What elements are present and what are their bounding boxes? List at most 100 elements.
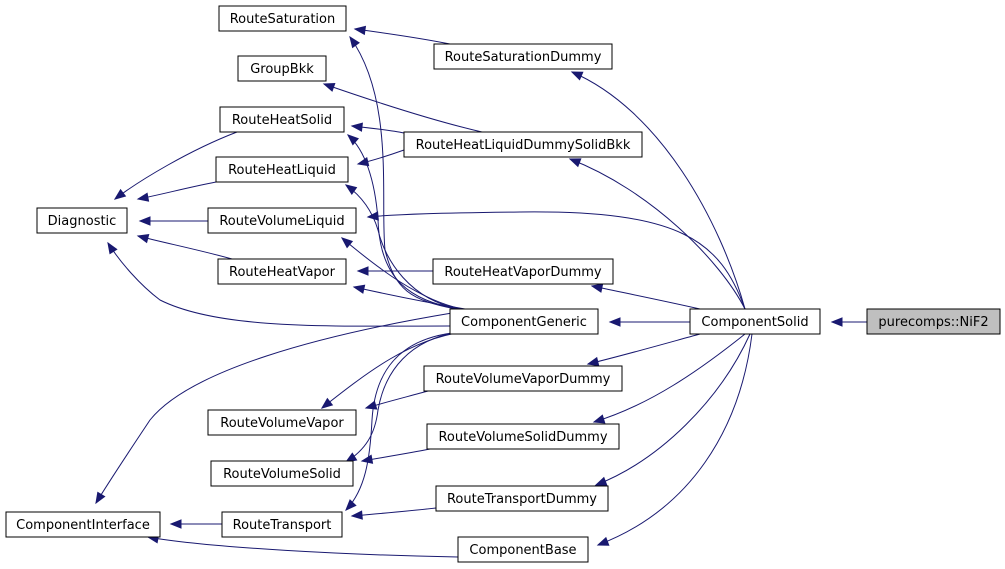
node-routeheatliquiddummysolidbkk[interactable]: RouteHeatLiquidDummySolidBkk [403,131,643,158]
edge-line [347,134,459,310]
arrowhead-icon [568,158,582,168]
node-label: RouteVolumeLiquid [219,214,344,229]
edge-line [345,332,453,511]
edge-componentgeneric-to-componentinterface [95,312,453,505]
node-componentbase[interactable]: ComponentBase [457,536,589,563]
node-routetransport[interactable]: RouteTransport [221,511,343,538]
edge-routevolumevapordummy-to-routevolumevapor [364,390,429,410]
node-routevolumesoliddummy[interactable]: RouteVolumeSolidDummy [426,423,620,450]
node-groupbkk[interactable]: GroupBkk [237,55,327,82]
node-routesaturationdummy[interactable]: RouteSaturationDummy [433,43,613,70]
edge-componentgeneric-to-diagnostic [107,241,451,327]
node-routevolumesolid[interactable]: RouteVolumeSolid [210,460,354,487]
node-label: RouteSaturation [230,12,336,27]
edge-line [341,237,463,310]
node-routeheatvapordummy[interactable]: RouteHeatVaporDummy [432,258,614,285]
node-label: GroupBkk [250,62,314,77]
arrowhead-icon [322,82,336,92]
edge-line [349,36,457,310]
edge-componentsolid-to-routevolumeliquid [366,211,746,310]
arrowhead-icon [350,122,363,132]
edge-routeheatliquiddummysolidbkk-to-groupbkk [322,82,483,133]
edge-componentsolid-to-routeheatvapordummy [590,283,701,310]
arrowhead-icon [596,536,610,546]
edge-line [571,71,746,310]
node-routevolumevapor[interactable]: RouteVolumeVapor [207,409,357,436]
edge-line [593,333,746,423]
arrowhead-icon [594,476,608,486]
node-routevolumeliquid[interactable]: RouteVolumeLiquid [207,207,357,234]
edge-routevolumeliquid-to-diagnostic [138,216,208,226]
arrowhead-icon [352,284,366,294]
edge-line [353,286,466,310]
edge-line [351,507,437,517]
arrowhead-icon [169,519,182,529]
edge-componentsolid-to-routevolumevapordummy [586,333,701,367]
arrowhead-icon [356,156,370,167]
edge-line [569,158,746,310]
arrowhead-icon [364,400,378,410]
edge-line [354,28,451,45]
node-label: RouteHeatSolid [232,113,332,128]
edge-line [595,333,751,486]
node-routetransportdummy[interactable]: RouteTransportDummy [435,485,609,512]
edge-componentgeneric-to-routesaturation [349,35,457,310]
node-routevolumevapordummy[interactable]: RouteVolumeVaporDummy [423,365,623,392]
edge-line [147,536,459,558]
arrowhead-icon [346,134,360,146]
nodes-layer: RouteSaturation GroupBkk RouteHeatSolid … [5,5,1001,563]
edge-routesaturationdummy-to-routesaturation [353,25,451,45]
arrowhead-icon [586,356,600,367]
edge-line [367,211,746,310]
edge-routevolumesoliddummy-to-routevolumesolid [360,448,431,464]
node-label: RouteHeatVaporDummy [444,265,602,280]
edge-routeheatliquiddummysolidbkk-to-routeheatliquid [356,149,405,167]
edge-routeheatvapordummy-to-routeheatvapor [356,266,433,276]
node-label: Diagnostic [48,214,117,229]
node-label: RouteVolumeVaporDummy [436,372,611,387]
node-label: RouteTransport [233,518,332,533]
edge-line [114,131,238,200]
edge-line [137,181,217,200]
edge-componentsolid-to-routevolumesoliddummy [592,333,746,424]
arrowhead-icon [570,71,584,81]
edge-componentgeneric-to-routetransport [345,332,453,511]
arrowhead-icon [366,211,379,221]
edge-routeheatliquiddummysolidbkk-to-routeheatsolid [350,122,405,134]
node-componentinterface[interactable]: ComponentInterface [5,511,161,538]
node-routeheatsolid[interactable]: RouteHeatSolid [219,106,345,133]
node-label: RouteVolumeVapor [220,416,344,431]
edge-line [107,242,451,327]
arrowhead-icon [353,25,367,36]
node-label: RouteHeatLiquidDummySolidBkk [416,138,631,153]
node-label: RouteTransportDummy [447,492,597,507]
arrowhead-icon [349,35,360,49]
node-routeheatvapor[interactable]: RouteHeatVapor [217,258,347,285]
edges-layer [95,25,867,558]
node-componentgeneric[interactable]: ComponentGeneric [449,308,599,335]
edge-componentgeneric-to-routeheatsolid [346,134,459,310]
node-routeheatliquid[interactable]: RouteHeatLiquid [215,156,349,183]
node-diagnostic[interactable]: Diagnostic [36,207,128,234]
node-purecomps-nif2[interactable]: purecomps::NiF2 [866,308,1001,335]
node-label: ComponentBase [469,543,576,558]
arrowhead-icon [136,192,150,202]
arrowhead-icon [350,510,363,520]
edge-line [95,312,453,504]
edge-componentsolid-to-routeheatliquiddummysolidbkk [568,158,746,310]
node-routesaturation[interactable]: RouteSaturation [218,5,347,32]
arrowhead-icon [345,499,357,511]
arrowhead-icon [830,317,843,327]
arrowhead-icon [592,414,606,424]
edge-line [597,333,753,546]
edge-routetransport-to-componentinterface [169,519,222,529]
arrowhead-icon [340,237,354,249]
edge-line [321,331,463,409]
arrowhead-icon [356,266,369,276]
edge-line [591,285,701,310]
edge-componentgeneric-to-routevolumevapor [320,331,463,409]
node-label: purecomps::NiF2 [878,315,988,330]
node-label: RouteHeatLiquid [228,163,336,178]
node-componentsolid[interactable]: ComponentSolid [689,308,821,335]
arrowhead-icon [344,184,358,195]
